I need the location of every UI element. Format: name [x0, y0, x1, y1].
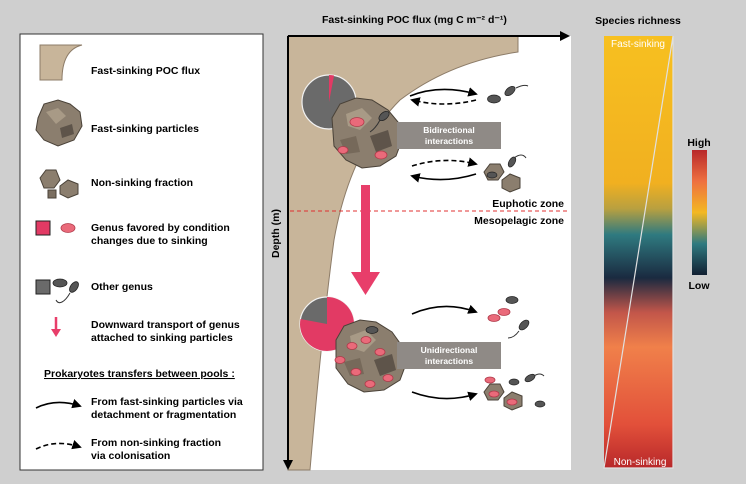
- legend-poc-flux-label: Fast-sinking POC flux: [91, 65, 200, 77]
- legend-panel: Fast-sinking POC flux Fast-sinking parti…: [20, 34, 263, 470]
- legend-dashed-line1: From non-sinking fraction: [91, 437, 221, 449]
- legend-solid-line2: detachment or fragmentation: [91, 409, 236, 421]
- richness-title: Species richness: [595, 15, 681, 27]
- euphotic-zone-label: Euphotic zone: [492, 198, 564, 210]
- legend-downward-line1: Downward transport of genus: [91, 319, 240, 331]
- genus-favored-cell-icon: [61, 224, 75, 233]
- x-axis-label: Fast-sinking POC flux (mg C m⁻² d⁻¹): [322, 14, 507, 26]
- legend-fast-particles-label: Fast-sinking particles: [91, 123, 199, 135]
- legend-other-genus-label: Other genus: [91, 281, 153, 293]
- mesopelagic-zone-label: Mesopelagic zone: [474, 215, 564, 227]
- legend-dashed-line2: via colonisation: [91, 450, 170, 462]
- legend-solid-line1: From fast-sinking particles via: [91, 396, 243, 408]
- other-genus-cell-icon: [53, 279, 67, 287]
- y-axis-label: Depth (m): [270, 209, 282, 258]
- richness-non-sinking-label: Non-sinking: [614, 457, 667, 468]
- scale-low-label: Low: [689, 280, 711, 292]
- scale-high-label: High: [687, 137, 710, 149]
- richness-fast-sinking-label: Fast-sinking: [611, 39, 665, 50]
- legend-transfers-title: Prokaryotes transfers between pools :: [44, 368, 235, 380]
- main-panel: Fast-sinking POC flux (mg C m⁻² d⁻¹) Dep…: [270, 14, 571, 470]
- bidirectional-line2: interactions: [425, 136, 473, 146]
- species-richness-panel: Species richness Fast-sinking Non-sinkin…: [595, 15, 711, 468]
- other-genus-square-icon: [36, 280, 50, 294]
- unidirectional-line1: Unidirectional: [421, 345, 478, 355]
- genus-favored-square-icon: [36, 221, 50, 235]
- legend-genus-favored-line2: changes due to sinking: [91, 235, 208, 247]
- unidirectional-line2: interactions: [425, 356, 473, 366]
- legend-genus-favored-line1: Genus favored by condition: [91, 222, 230, 234]
- bidirectional-line1: Bidirectional: [423, 125, 474, 135]
- legend-downward-line2: attached to sinking particles: [91, 332, 233, 344]
- color-scale-bar: [692, 150, 707, 275]
- legend-non-sinking-label: Non-sinking fraction: [91, 177, 193, 189]
